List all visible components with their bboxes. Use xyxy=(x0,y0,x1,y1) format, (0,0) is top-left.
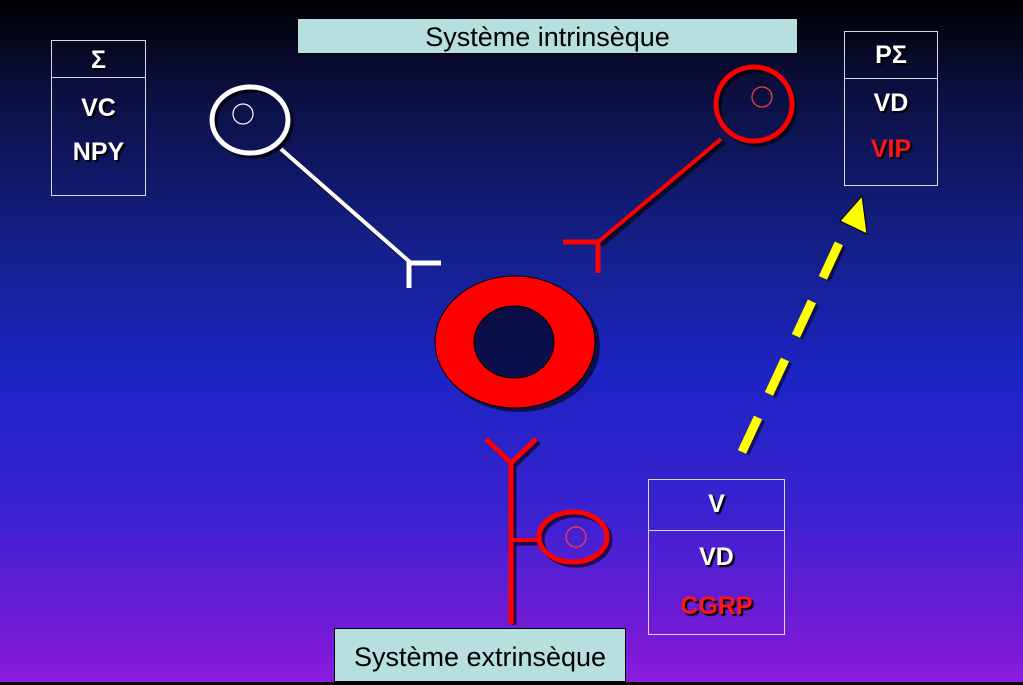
parasympathetic-axon xyxy=(596,137,723,244)
sensory-mediator: CGRP xyxy=(680,592,753,620)
parasympathetic-terminal xyxy=(563,239,601,273)
sensory-header: V xyxy=(649,480,784,531)
parasympathetic-box: PΣ VD VIP xyxy=(844,31,938,186)
sympathetic-axon xyxy=(279,147,413,265)
intrinsic-system-banner: Système intrinsèque xyxy=(297,18,798,54)
sensory-box: V VD CGRP xyxy=(648,479,785,635)
sympathetic-effect: VC xyxy=(81,94,116,122)
extrinsic-system-banner: Système extrinsèque xyxy=(334,628,626,682)
sympathetic-mediator: NPY xyxy=(72,138,125,166)
parasympathetic-header: PΣ xyxy=(845,32,937,79)
dashed-arrow xyxy=(737,194,868,456)
parasympathetic-cell-body xyxy=(713,64,795,144)
sympathetic-cell-body xyxy=(209,84,291,156)
sensory-cell-body xyxy=(536,509,610,565)
sympathetic-terminal xyxy=(406,260,441,288)
arrow-head xyxy=(839,194,868,235)
sympathetic-box: Σ VC NPY xyxy=(51,40,146,196)
sensory-nucleus xyxy=(565,526,587,548)
blood-vessel xyxy=(434,275,600,412)
sensory-neuron xyxy=(484,437,613,625)
arrow-shaft xyxy=(737,211,858,454)
sympathetic-nucleus xyxy=(232,103,254,125)
parasympathetic-neuron xyxy=(563,64,798,273)
sensory-effect: VD xyxy=(699,543,734,571)
sympathetic-header: Σ xyxy=(52,41,145,78)
parasympathetic-mediator: VIP xyxy=(870,135,912,163)
parasympathetic-effect: VD xyxy=(873,89,909,117)
sympathetic-neuron xyxy=(209,84,441,288)
parasympathetic-nucleus xyxy=(751,86,773,108)
vessel-wall xyxy=(434,275,596,409)
